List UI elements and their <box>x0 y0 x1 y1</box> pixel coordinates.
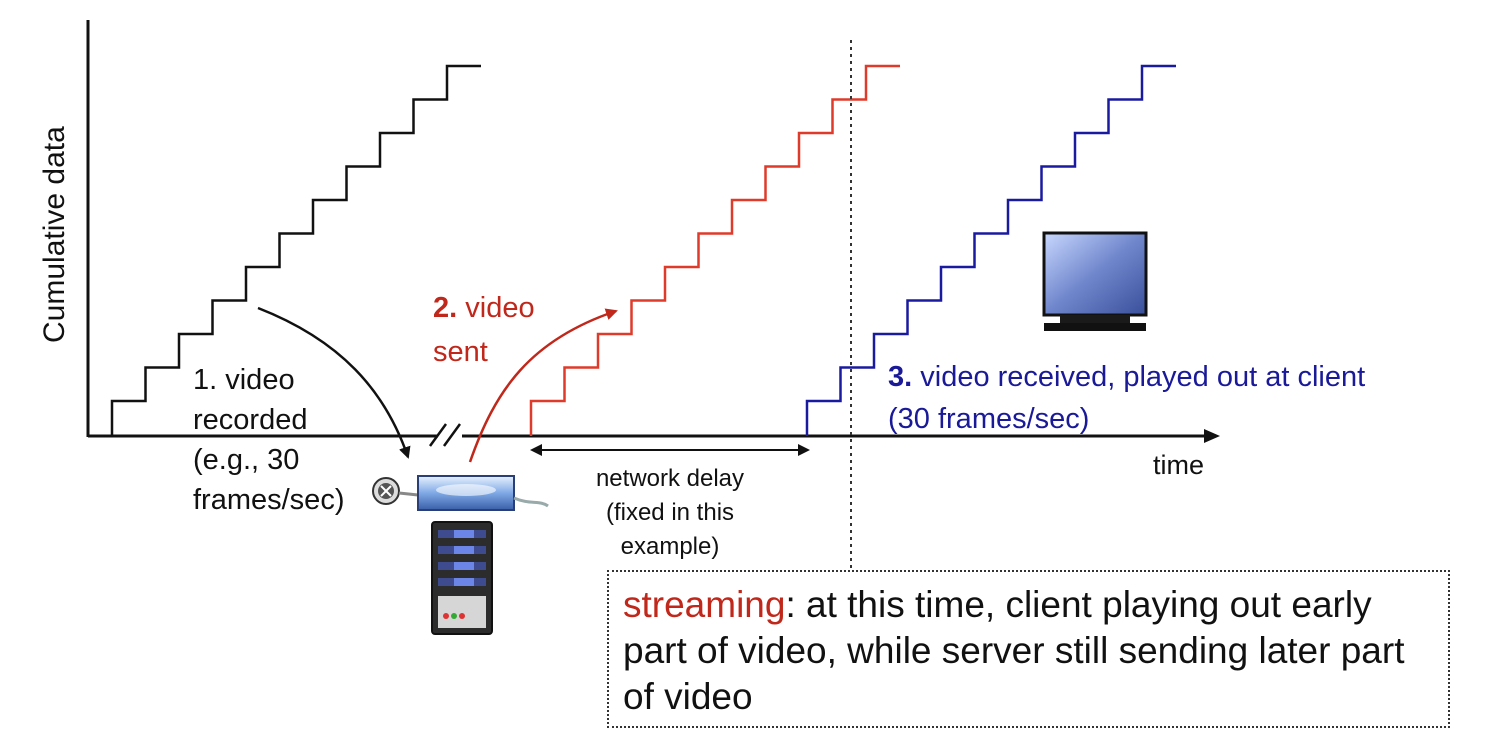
callout-keyword: streaming <box>623 584 786 625</box>
sent-staircase <box>529 64 900 436</box>
network-delay-arrowhead-right <box>798 444 810 456</box>
step-3-line-1: video received, played out at client <box>912 361 1366 393</box>
streaming-callout-box: streaming: at this time, client playing … <box>607 570 1450 728</box>
axis-break-mark-2 <box>442 423 462 447</box>
video-reel-icon <box>372 477 419 505</box>
step-2-line-2: sent <box>433 336 488 368</box>
step-2-sent-label: 2. video sent <box>433 286 535 374</box>
step-3-number: 3. <box>888 361 913 393</box>
x-axis-label: time <box>1153 450 1205 480</box>
step-2-number: 2. <box>433 292 458 324</box>
step-3-received-label: 3. video received, played out at client … <box>888 356 1365 440</box>
step-2-line-1: video <box>457 292 535 324</box>
received-staircase <box>805 64 1176 436</box>
step-1-line-3: (e.g., 30 <box>193 444 300 476</box>
recorded-to-server-arrow <box>257 306 411 459</box>
server-to-sent-arrow <box>468 308 618 463</box>
monitor-icon <box>1042 231 1148 331</box>
step-1-recorded-label: 1. video recorded (e.g., 30 frames/sec) <box>193 360 344 520</box>
server-icon <box>417 475 549 635</box>
callout-text: : at this time, client playing out early… <box>623 584 1405 717</box>
network-delay-arrowhead-left <box>530 444 542 456</box>
step-1-line-4: frames/sec) <box>193 484 345 516</box>
network-delay-line-3: example) <box>620 533 720 560</box>
step-3-line-2: (30 frames/sec) <box>888 403 1090 435</box>
step-1-line-1: 1. video <box>193 364 295 396</box>
network-delay-label: network delay (fixed in this example) <box>560 462 780 564</box>
x-axis-arrowhead <box>1204 429 1220 443</box>
network-delay-line-2: (fixed in this <box>605 499 735 526</box>
axis-break-mark-1 <box>428 423 448 447</box>
step-1-line-2: recorded <box>193 404 308 436</box>
y-axis-label: Cumulative data <box>38 126 71 343</box>
network-delay-line-1: network delay <box>595 465 745 492</box>
recorded-staircase <box>110 64 481 436</box>
